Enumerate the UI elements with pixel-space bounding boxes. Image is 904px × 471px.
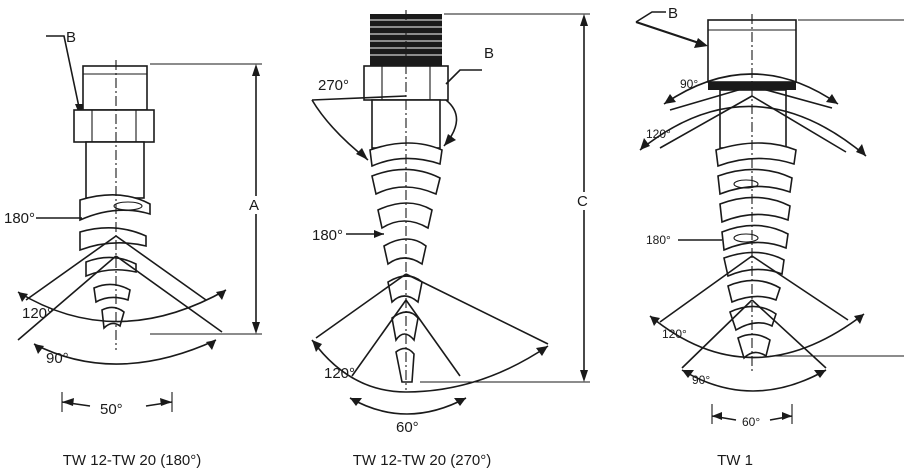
label-180: 180° bbox=[646, 233, 671, 247]
arc-90-top bbox=[663, 73, 839, 105]
figure-tw12-tw20-180: B A bbox=[4, 29, 264, 469]
label-50: 50° bbox=[100, 401, 123, 418]
label-a: A bbox=[249, 197, 259, 214]
spiral-tip bbox=[715, 142, 797, 360]
label-120-top: 120° bbox=[646, 127, 671, 141]
label-270: 270° bbox=[318, 77, 349, 94]
threaded-top bbox=[82, 65, 148, 111]
hex-nut bbox=[73, 109, 155, 143]
label-90-top: 90° bbox=[680, 77, 698, 91]
arc-90-bottom bbox=[681, 369, 827, 392]
threaded-top bbox=[370, 14, 442, 66]
nozzle-shank bbox=[85, 141, 145, 199]
spiral-tip bbox=[369, 142, 443, 383]
arc-60 bbox=[349, 397, 467, 415]
nozzle-shank bbox=[719, 89, 787, 149]
label-180: 180° bbox=[4, 210, 35, 227]
figure-tw1: B 90° 120° bbox=[635, 5, 904, 469]
caption-figure-2: TW 12-TW 20 (270°) bbox=[353, 452, 492, 469]
spiral-tip bbox=[79, 194, 151, 330]
label-60: 60° bbox=[396, 419, 419, 436]
label-b: B bbox=[668, 5, 678, 22]
label-c: C bbox=[577, 193, 588, 210]
label-90: 90° bbox=[46, 350, 69, 367]
label-120-bottom: 120° bbox=[662, 327, 687, 341]
label-b: B bbox=[484, 45, 494, 62]
arc-120-bottom bbox=[649, 313, 865, 359]
label-b: B bbox=[66, 29, 76, 46]
caption-figure-1: TW 12-TW 20 (180°) bbox=[63, 452, 202, 469]
label-180: 180° bbox=[312, 227, 343, 244]
arc-120 bbox=[17, 289, 227, 323]
b-leader-line bbox=[46, 35, 81, 113]
label-120: 120° bbox=[324, 365, 355, 382]
arc-120-top bbox=[639, 105, 867, 157]
label-120: 120° bbox=[22, 305, 53, 322]
arc-90 bbox=[33, 339, 217, 365]
arc-120 bbox=[311, 339, 549, 393]
figure-tw12-tw20-270: B 270° 180° 120° 60° C T bbox=[311, 10, 593, 469]
label-90-bottom: 90° bbox=[692, 373, 710, 387]
caption-figure-3: TW 1 bbox=[717, 452, 753, 469]
label-60: 60° bbox=[742, 415, 760, 429]
